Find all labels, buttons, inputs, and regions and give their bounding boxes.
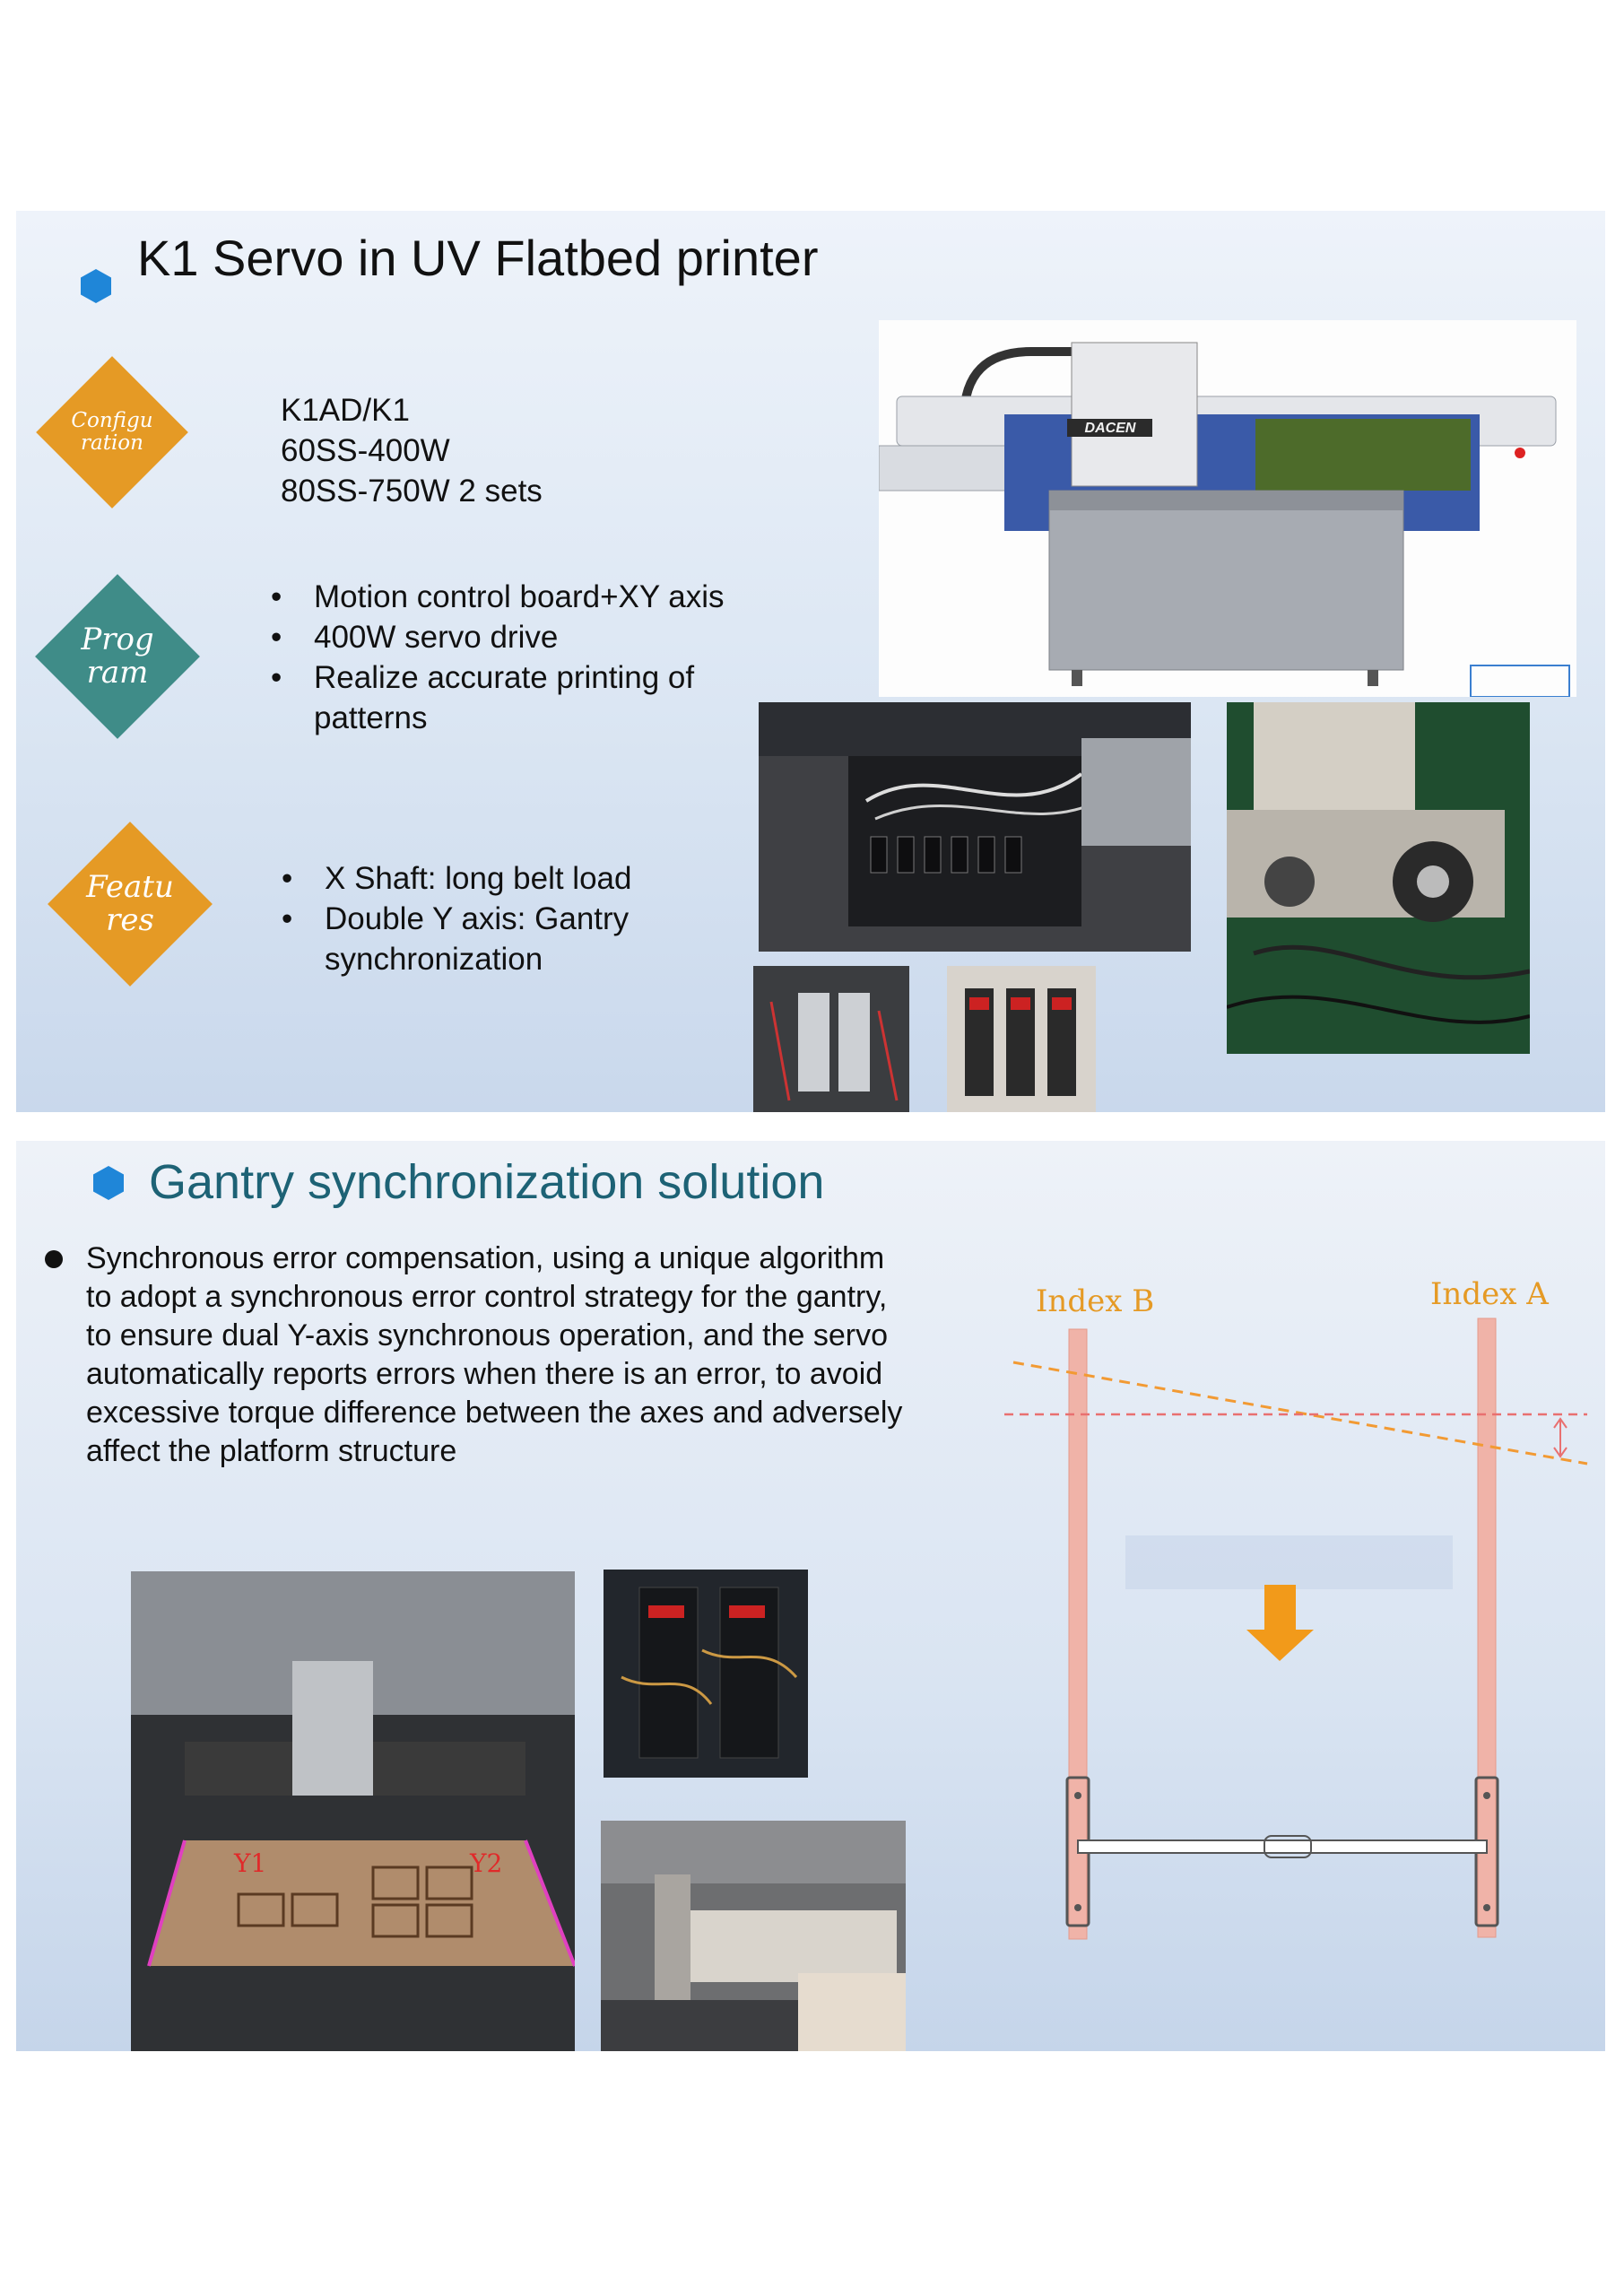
bullet-item: 400W servo drive <box>271 617 725 657</box>
printer-logo-text: DACEN <box>1085 421 1136 436</box>
cnc-gantry-photo: Y1 Y2 <box>131 1571 575 2051</box>
servo-cabinet-photo <box>604 1570 808 1778</box>
config-line: 80SS-750W 2 sets <box>281 474 543 509</box>
program-badge-line2: ram <box>86 655 149 691</box>
y1-label: Y1 <box>233 1848 266 1878</box>
uv-printer-photo: DACEN <box>879 320 1576 697</box>
y2-label: Y2 <box>469 1848 502 1878</box>
bullet-item-continuation: patterns <box>314 700 428 735</box>
paragraph-line: automatically reports errors when there … <box>86 1357 883 1391</box>
paragraph-line: to adopt a synchronous error control str… <box>86 1280 888 1314</box>
configuration-text: K1AD/K1 60SS-400W 80SS-750W 2 sets <box>281 390 543 511</box>
bullet-item: Double Y axis: Gantry <box>282 899 631 939</box>
cable-wiring-photo <box>759 702 1191 952</box>
config-line: K1AD/K1 <box>281 393 410 428</box>
y-axis-motor-photo <box>1227 702 1530 1054</box>
slide-gantry-sync: Gantry synchronization solution Synchron… <box>16 1141 1605 2051</box>
program-badge-line1: Prog <box>81 621 154 657</box>
bullet-item-continuation: synchronization <box>325 942 543 977</box>
slide-k1-servo: K1 Servo in UV Flatbed printer Configu r… <box>16 211 1605 1112</box>
servo-drive-photo-2 <box>947 966 1096 1112</box>
description-paragraph: Synchronous error compensation, using a … <box>45 1239 1001 1471</box>
slide-title: K1 Servo in UV Flatbed printer <box>137 230 819 286</box>
paragraph-line: excessive torque difference between the … <box>86 1396 903 1430</box>
features-badge-line2: res <box>106 902 154 938</box>
features-badge: Featu res <box>48 822 213 987</box>
bullet-dot-icon <box>45 1250 63 1268</box>
workshop-machine-photo <box>601 1821 906 2051</box>
features-badge-line1: Featu <box>86 868 174 905</box>
config-line: 60SS-400W <box>281 433 450 468</box>
bullet-item: Motion control board+XY axis <box>271 577 725 617</box>
bullet-item: Realize accurate printing of <box>271 657 725 698</box>
paragraph-line: Synchronous error compensation, using a … <box>86 1241 885 1275</box>
program-badge: Prog ram <box>35 574 200 739</box>
slide-title: Gantry synchronization solution <box>149 1155 825 1209</box>
features-bullets: X Shaft: long belt load Double Y axis: G… <box>282 858 631 979</box>
servo-drive-photo-1 <box>753 966 909 1112</box>
configuration-badge-line2: ration <box>81 431 143 455</box>
index-a-label: Index A <box>1430 1276 1549 1312</box>
gantry-sync-diagram: Index B Index A <box>986 1275 1596 2047</box>
hexagon-bullet-icon <box>81 269 111 303</box>
program-bullets: Motion control board+XY axis 400W servo … <box>271 577 725 738</box>
paragraph-line: affect the platform structure <box>86 1434 457 1468</box>
configuration-badge-line1: Configu <box>71 408 153 432</box>
configuration-badge: Configu ration <box>36 356 188 509</box>
hexagon-bullet-icon <box>93 1166 124 1200</box>
bullet-item: X Shaft: long belt load <box>282 858 631 899</box>
index-b-label: Index B <box>1036 1283 1154 1319</box>
paragraph-line: to ensure dual Y-axis synchronous operat… <box>86 1318 889 1352</box>
